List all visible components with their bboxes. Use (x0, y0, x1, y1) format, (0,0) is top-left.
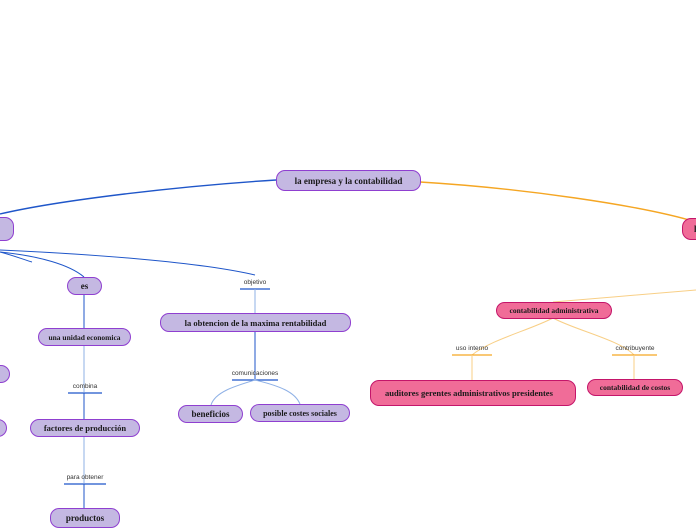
edge-root-right (419, 181, 696, 223)
node-auditores[interactable]: auditores gerentes administrativos presi… (370, 380, 576, 406)
node-contabilidad-costos[interactable]: contabilidad de costos (587, 379, 683, 396)
node-posible-costes[interactable]: posible costes sociales (250, 404, 350, 422)
node-root[interactable]: la empresa y la contabilidad (276, 170, 421, 191)
edge-left-es (0, 251, 85, 278)
edge-left-objetivo (0, 249, 256, 276)
edge-admin-uso (471, 317, 554, 356)
label-combina: combina (72, 383, 98, 390)
node-factores[interactable]: factores de producción (30, 419, 140, 437)
label-contribuyente: contribuyente (615, 345, 655, 352)
node-maxima-rentabilidad[interactable]: la obtencion de la maxima rentabilidad (160, 313, 351, 332)
node-left-partial-main[interactable] (0, 217, 14, 241)
node-right-partial[interactable]: l (682, 218, 696, 240)
node-unidad-economica[interactable]: una unidad economica (38, 328, 131, 346)
edge-left-a (0, 251, 33, 263)
node-contabilidad-administrativa[interactable]: contabilidad administrativa (496, 302, 612, 319)
edge-right-admin (552, 289, 696, 303)
edge-com-beneficios (210, 379, 256, 406)
label-objetivo: objetivo (243, 279, 267, 286)
node-es[interactable]: es (67, 277, 102, 295)
label-para-obtener: para obtener (66, 474, 104, 481)
edge-root-left (0, 179, 277, 215)
node-beneficios[interactable]: beneficios (178, 405, 243, 423)
label-comunicaciones: comunicaciones (231, 370, 279, 377)
edge-com-costes (254, 379, 301, 405)
edge-admin-contrib (552, 317, 635, 356)
label-uso-interno: uso interno (455, 345, 489, 352)
node-productos[interactable]: productos (50, 508, 120, 528)
